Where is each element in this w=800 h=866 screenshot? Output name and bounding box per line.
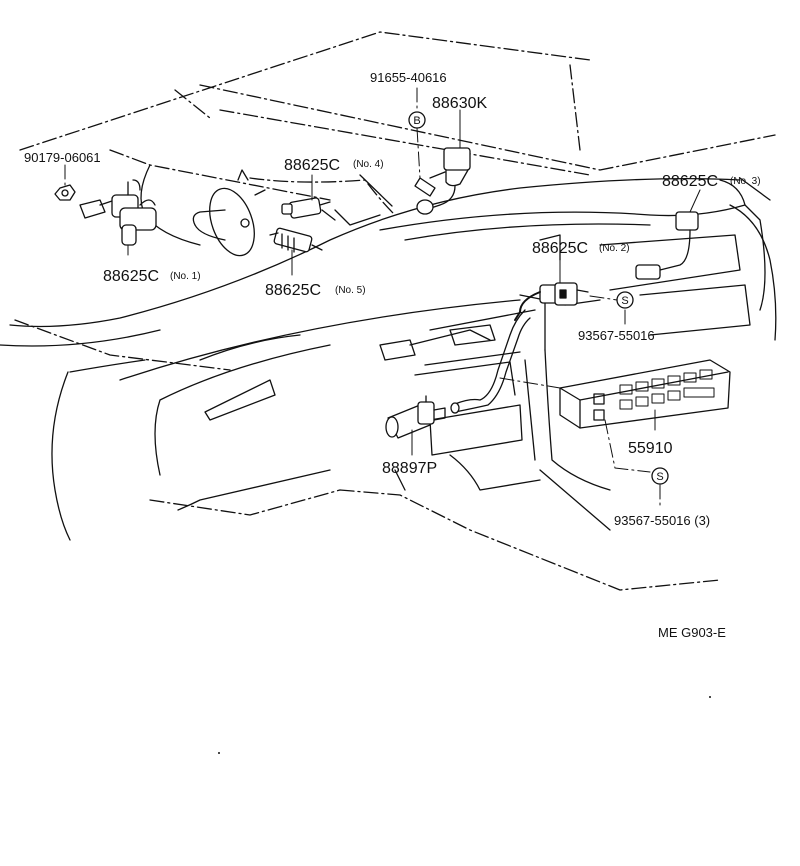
callout-no4: (No. 4) [353,159,384,170]
footer-code: ME G903-E [658,625,726,640]
marker-s2: S [651,467,669,485]
switch-88625c-no3 [635,211,699,280]
relay-88630k [414,147,471,215]
callout-88630k: 88630K [432,95,487,112]
callout-55910: 55910 [628,440,673,457]
callout-no1: (No. 1) [170,271,201,282]
switch-88625c-no4 [281,197,336,221]
marker-b: B [408,111,426,129]
marker-b-text: B [413,115,420,127]
callout-88625c-no3: 88625C [662,173,718,190]
callout-no2: (No. 2) [599,243,630,254]
marker-s1-text: S [621,295,628,307]
switch-88625c-no1 [79,179,157,246]
callout-93567-55016-3: 93567-55016 (3) [614,513,710,528]
callout-no3: (No. 3) [730,176,761,187]
marker-s2-text: S [656,471,663,483]
car-body-outline [0,31,777,591]
nut-90179 [54,184,76,201]
heater-assembly [192,169,266,257]
callout-no5: (No. 5) [335,285,366,296]
switch-88625c-no2 [514,282,589,321]
callout-90179-06061: 90179-06061 [24,150,101,165]
switch-88625c-no5 [269,227,323,253]
callout-88625c-no5: 88625C [265,282,321,299]
callout-88625c-no4: 88625C [284,157,340,174]
callout-91655-40616: 91655-40616 [370,70,447,85]
callout-88897p: 88897P [382,460,437,477]
callout-88625c-no1: 88625C [103,268,159,285]
callout-93567-55016: 93567-55016 [578,328,655,343]
cigar-lighter-88897p [385,395,446,439]
leader-lines [64,87,701,506]
heater-control-55910 [559,359,731,429]
marker-s1: S [616,291,634,309]
cable-88897p [450,309,531,414]
callout-88625c-no2: 88625C [532,240,588,257]
